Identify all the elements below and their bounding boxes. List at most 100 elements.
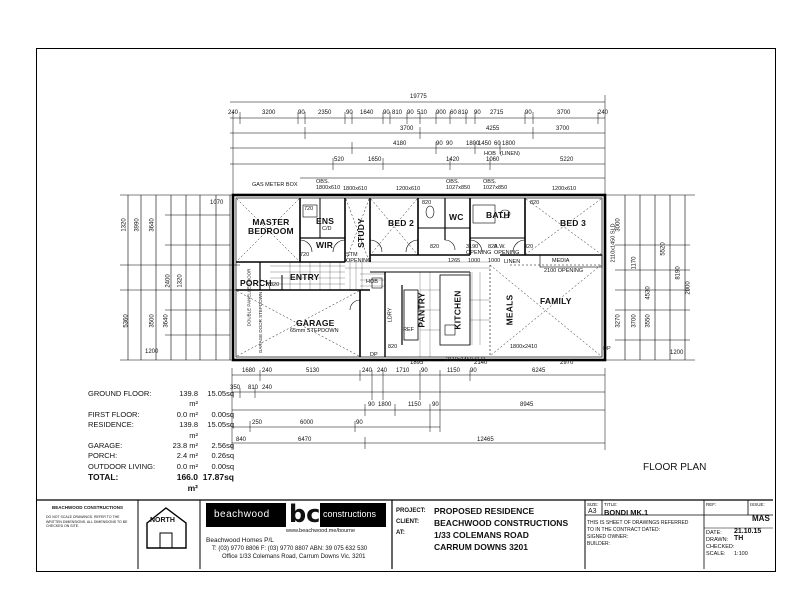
area-squares: 0.00sq [211, 461, 234, 471]
room-entry: ENTRY [290, 272, 320, 282]
bottom-dim-row2-1: 350 [230, 385, 241, 391]
brand-band-left [206, 503, 286, 527]
top-dim-row3-2: 90 [436, 141, 443, 147]
window-obs-3: OBS. 1027x850 [483, 179, 508, 191]
scale-value: 1:100 [734, 551, 748, 557]
area-squares: 15.05sq [207, 389, 234, 398]
gas-meter-note: GAS METER BOX [252, 182, 298, 188]
top-dim-14: 90 [474, 110, 481, 116]
top-dim-row2-3: 3700 [556, 126, 570, 132]
right-dim-8: 3550 [645, 314, 652, 328]
scale-label: SCALE: [706, 551, 726, 557]
at-label: AT: [396, 530, 405, 536]
bottom-dim-row3-1: 250 [252, 420, 263, 426]
ref-label: REF: [706, 502, 717, 507]
door-1800x2410: 1800x2410 [510, 344, 538, 350]
room-meals: MEALS [504, 294, 515, 326]
top-dim-row3-4: 1800 [466, 141, 480, 147]
area-label: PORCH: [88, 451, 118, 461]
opening-2100: 2100 OPENING [544, 268, 584, 274]
room-linen: LINEN [504, 259, 521, 265]
window-obs-1: OBS. 1800x610 [316, 179, 341, 191]
top-dim-row4-2: 1650 [368, 157, 382, 163]
top-note-linen: (LINEN) [500, 151, 520, 157]
area-value: 0.0 m² [176, 461, 198, 471]
contract-text: TO IN THE CONTRACT DATED: [587, 527, 660, 533]
left-dim-1: 1320 [121, 218, 128, 232]
opening-1000-1: 1000 [468, 258, 481, 264]
door-dim-2970: 2970 [560, 360, 574, 366]
dimension-lines [120, 95, 695, 450]
int-dim-1: 720 [304, 206, 314, 212]
floor-plan-title: FLOOR PLAN [643, 462, 707, 473]
garage-side-note-1: DOUBLE PANELLED DOOR [246, 268, 252, 327]
top-dim-row3-1: 4180 [393, 141, 407, 147]
window-obs-2: OBS. 1027x850 [446, 179, 471, 191]
opening-1265: 1265 [448, 258, 461, 264]
company-office: Office 1/33 Colemans Road, Carrum Downs … [222, 554, 366, 560]
address-line-2: CARRUM DOWNS 3201 [434, 542, 528, 552]
left-dim-4: 5360 [123, 314, 130, 328]
int-dim-9: 820 [388, 344, 398, 350]
area-value: 139.8 m² [179, 420, 198, 440]
area-squares: 0.26sq [211, 451, 234, 461]
bottom-dim-5: 240 [377, 368, 388, 374]
area-value: 166.0 m² [176, 472, 198, 493]
top-dim-12: 60 [450, 110, 457, 116]
fixtures [302, 204, 511, 336]
right-dim-3: 4530 [645, 286, 652, 300]
title-label: TITLE: [604, 502, 618, 507]
brand-band-right [320, 503, 386, 527]
top-dim-1: 240 [228, 110, 239, 116]
window-4: 1200x610 [396, 186, 421, 192]
top-dim-18: 240 [598, 110, 609, 116]
floor-tile-grid [270, 261, 490, 357]
client-label: CLIENT: [396, 519, 419, 525]
area-schedule: GROUND FLOOR: 139.8 m² 15.05sq FIRST FLOOR… [88, 389, 234, 493]
north-arrow-icon [146, 507, 187, 549]
room-study: STUDY [355, 218, 366, 248]
area-label: GROUND FLOOR: [88, 389, 152, 398]
top-note-hob: HOB [484, 151, 496, 157]
top-dim-row2-1: 3700 [400, 126, 414, 132]
left-dim-7: 2400 [165, 274, 172, 288]
top-dim-17: 3700 [557, 110, 571, 116]
area-label: RESIDENCE: [88, 420, 134, 430]
area-value: 23.8 m² [172, 441, 198, 451]
brand-name-left: beachwood [214, 509, 270, 520]
door-sld-2: 2110x1450 SLD [446, 357, 486, 363]
title-value: BONDI MK.1 [604, 508, 649, 517]
brand-name-right: constructions [323, 509, 377, 519]
room-bed3: BED 3 [560, 218, 587, 228]
top-dim-7: 90 [383, 110, 390, 116]
bottom-dim-row2-2: 810 [248, 385, 259, 391]
room-family: FAMILY [540, 296, 572, 306]
room-media: MEDIA [552, 258, 570, 264]
room-bed2: BED 2 [388, 218, 415, 228]
int-dim-3: 820 [530, 200, 540, 206]
company-website: www.beachwood.me/bourne [286, 528, 356, 534]
window-6: 1200x610 [552, 186, 577, 192]
right-dim-5: 8190 [675, 266, 682, 280]
bottom-dim-row2-7: 90 [432, 402, 439, 408]
room-ens: ENS [316, 216, 335, 226]
issue-label: ISSUE: [750, 502, 765, 507]
bottom-dim-4: 240 [362, 368, 373, 374]
right-dim-1: 3000 [615, 218, 622, 232]
client-value: BEACHWOOD CONSTRUCTIONS [434, 518, 569, 528]
issue-value: MAS [752, 514, 770, 523]
project-label: PROJECT: [396, 508, 426, 514]
address-line-1: 1/33 COLEMANS ROAD [434, 530, 529, 540]
door-swings [259, 239, 526, 311]
label-cd: C/D [322, 226, 332, 232]
top-dim-row4-4: 1060 [486, 157, 500, 163]
room-pantry: PANTRY [416, 292, 427, 328]
int-dim-2: 820 [422, 200, 432, 206]
area-squares: 17.87sq [202, 472, 234, 483]
opening-3190: 3190 OPENING [466, 244, 492, 256]
bottom-dim-row3-3: 90 [356, 420, 363, 426]
